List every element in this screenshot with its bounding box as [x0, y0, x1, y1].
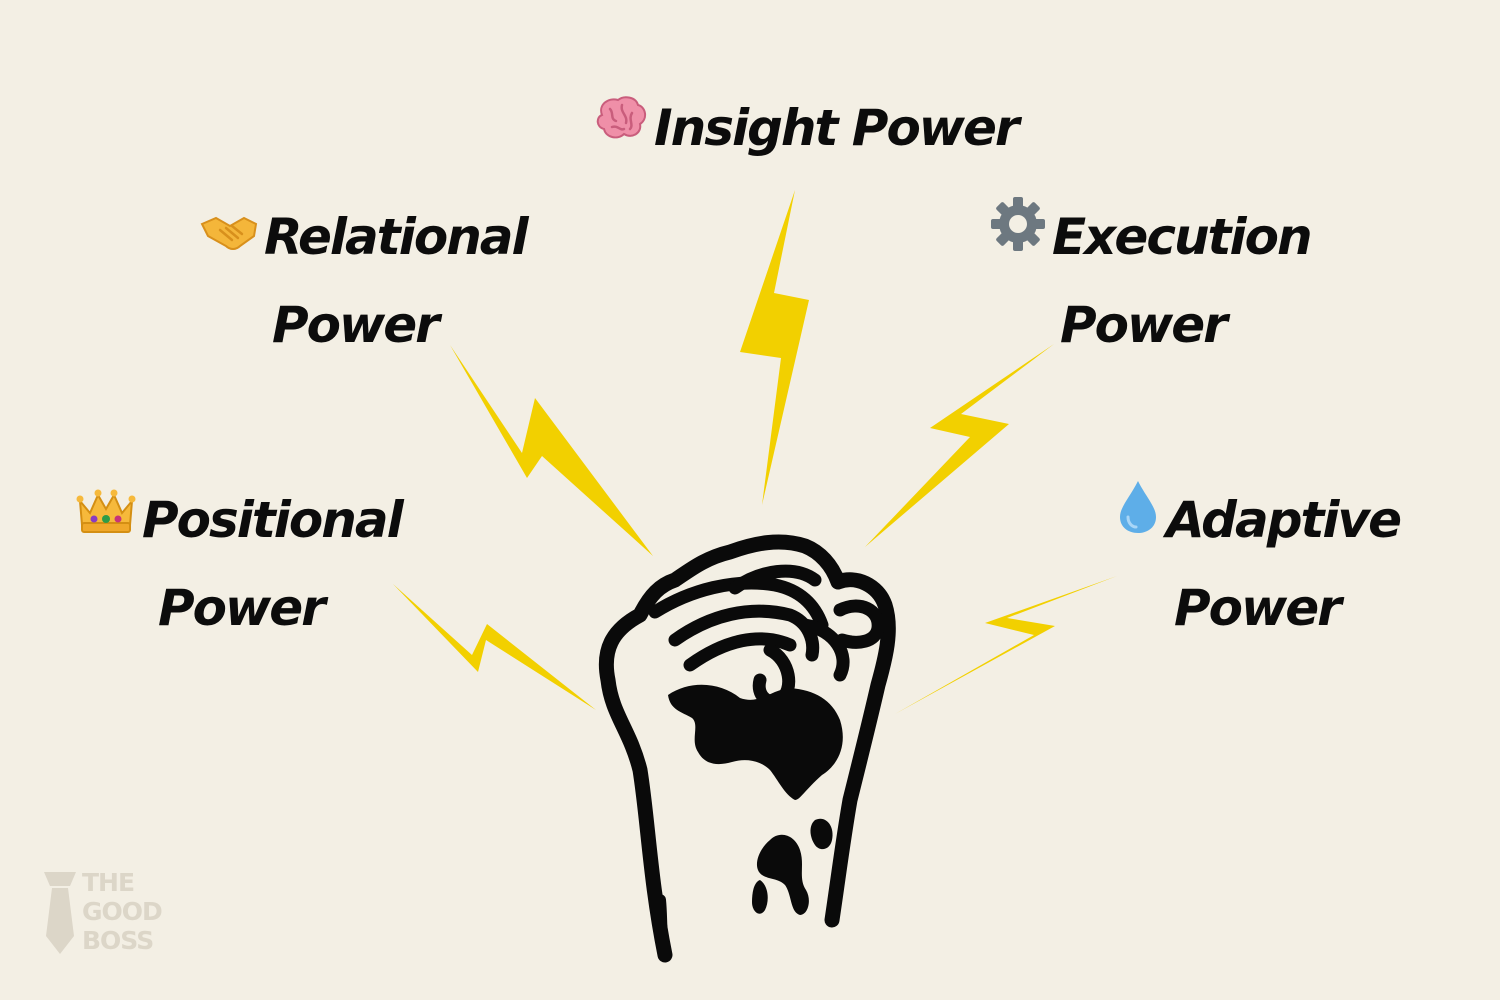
- logo-text-boss: BOSS: [82, 926, 154, 955]
- brain-icon: [592, 84, 648, 168]
- handshake-icon: [200, 193, 258, 277]
- crown-icon: [76, 476, 136, 560]
- adaptive-power-label: Adaptive Power: [1116, 476, 1402, 650]
- logo-text-the: THE: [82, 868, 135, 897]
- droplet-icon: [1116, 476, 1160, 560]
- positional-power-label: Positional Power: [76, 476, 404, 650]
- execution-power-text-line1: Execution: [1052, 208, 1313, 266]
- relational-power-label: Relational Power: [200, 193, 529, 367]
- bolt-insight: [740, 190, 809, 505]
- bolt-relational: [450, 345, 653, 556]
- insight-power-label: Insight Power: [592, 84, 1020, 174]
- tie-icon: [44, 872, 76, 954]
- insight-power-text: Insight Power: [654, 99, 1020, 157]
- relational-power-text-line2: Power: [272, 295, 440, 354]
- positional-power-text-line2: Power: [158, 578, 326, 637]
- execution-power-label: Execution Power: [990, 193, 1313, 367]
- positional-power-text-line1: Positional: [142, 491, 404, 549]
- relational-power-text-line1: Relational: [264, 208, 529, 266]
- logo-text-good: GOOD: [82, 897, 163, 926]
- gear-icon: [990, 193, 1046, 277]
- adaptive-power-text-line1: Adaptive: [1166, 491, 1402, 549]
- the-good-boss-logo: THE GOOD BOSS: [40, 866, 190, 956]
- execution-power-text-line2: Power: [1060, 295, 1228, 354]
- adaptive-power-text-line2: Power: [1174, 578, 1342, 637]
